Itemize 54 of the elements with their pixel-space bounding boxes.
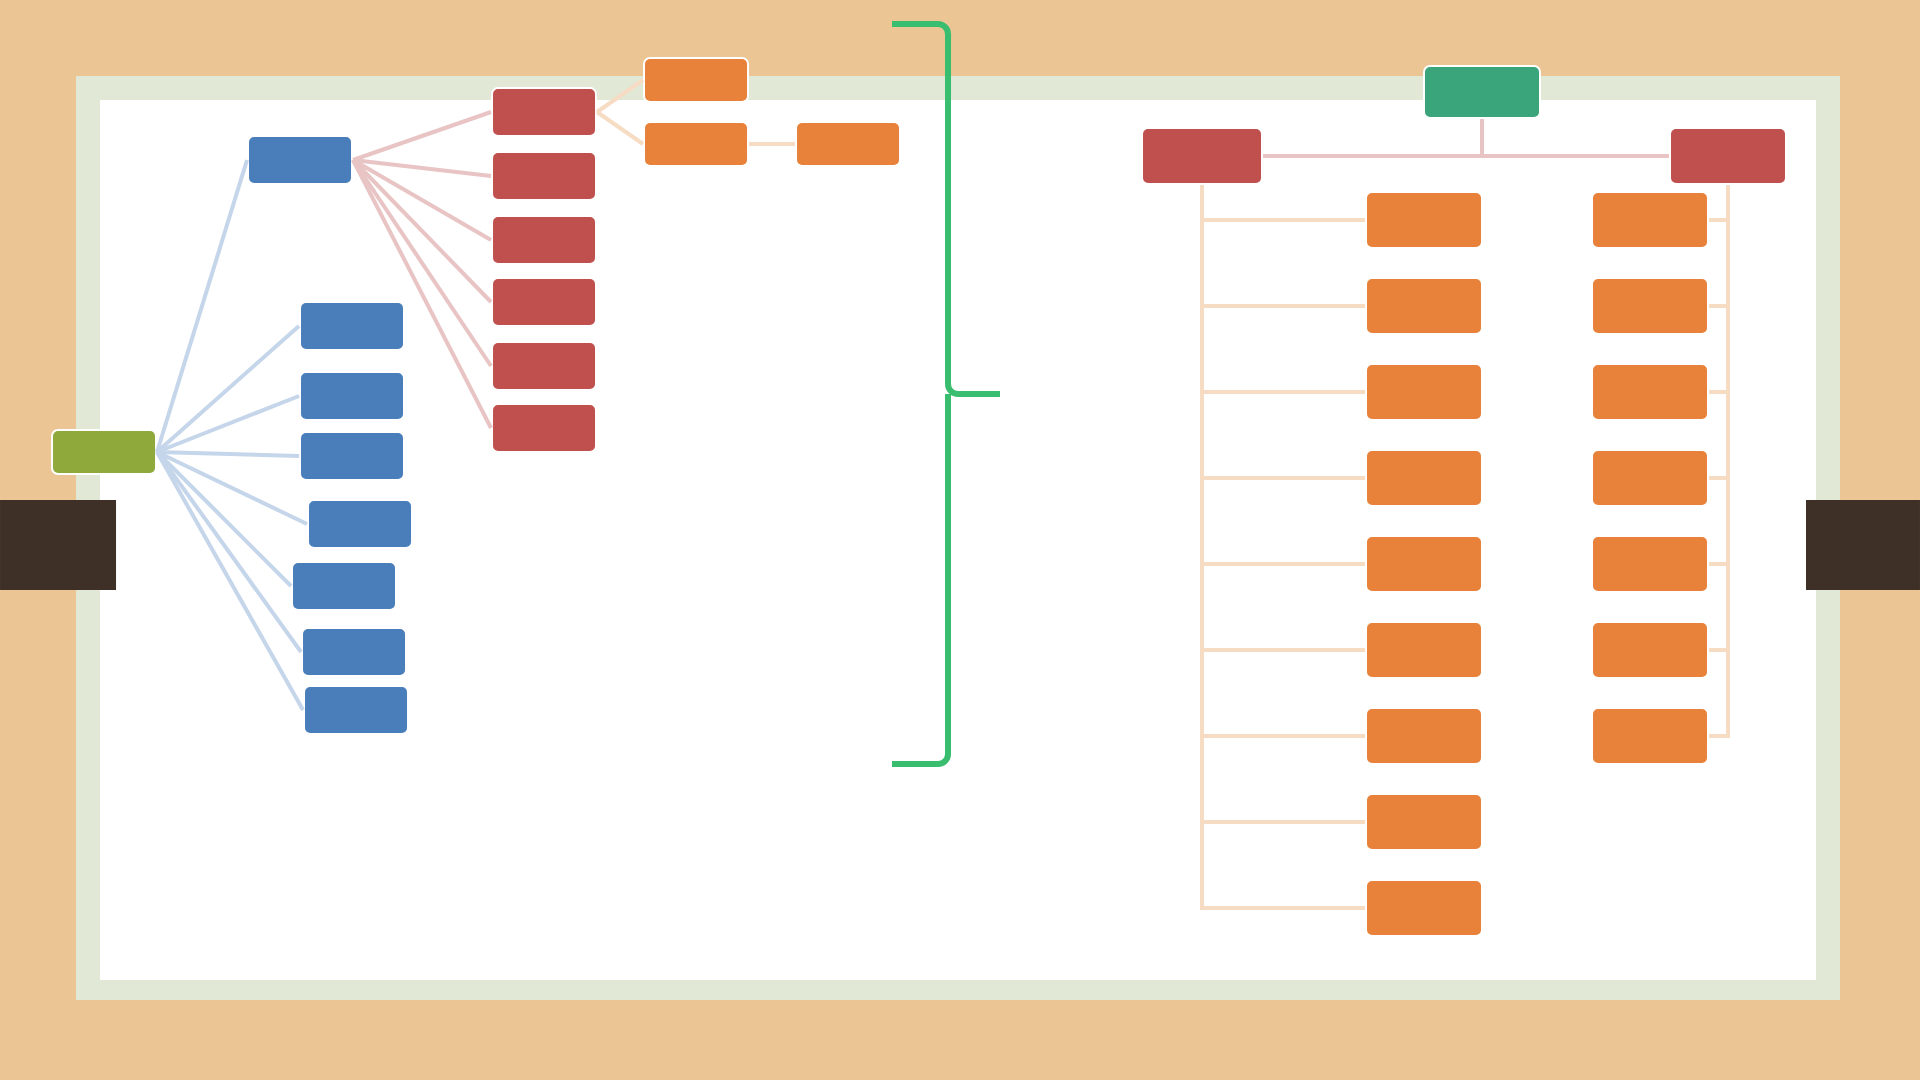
connector-line (352, 158, 493, 242)
process-box (643, 121, 749, 167)
process-box (1591, 191, 1709, 249)
connector-line (595, 78, 645, 114)
process-box (307, 499, 413, 549)
connector-line (351, 158, 493, 368)
process-box (247, 135, 353, 185)
connector-line (352, 158, 492, 178)
process-box (1141, 127, 1263, 185)
connector-line (155, 324, 301, 454)
connector-line (156, 450, 300, 458)
process-box (795, 121, 901, 167)
process-box (1591, 449, 1709, 507)
process-box (1365, 793, 1483, 851)
process-box (299, 371, 405, 421)
process-box (51, 429, 158, 475)
connector-line (1480, 119, 1669, 158)
process-box (1591, 621, 1709, 679)
process-box (1591, 277, 1709, 335)
connector-line (155, 450, 303, 654)
process-box (1365, 621, 1483, 679)
process-box (1365, 277, 1483, 335)
process-box (643, 57, 749, 103)
process-box (303, 685, 410, 735)
process-box (1365, 535, 1483, 593)
process-box (1365, 707, 1483, 765)
process-box (1365, 879, 1483, 937)
connector-line (155, 159, 249, 453)
process-box (1591, 535, 1709, 593)
process-box (301, 627, 408, 677)
connector-line (1709, 185, 1730, 738)
process-box (491, 277, 597, 327)
process-box (1365, 191, 1483, 249)
process-box (1591, 363, 1709, 421)
connector-line (155, 451, 305, 711)
connector-line (156, 394, 300, 454)
process-box (1591, 707, 1709, 765)
connector-line (156, 450, 308, 526)
process-box (1365, 363, 1483, 421)
connector-line (749, 142, 795, 146)
process-box (1365, 449, 1483, 507)
process-box (491, 341, 597, 391)
process-box (491, 215, 597, 265)
process-box (1423, 65, 1541, 119)
process-box (491, 87, 597, 137)
connector-line (595, 110, 645, 146)
connector-line (352, 110, 492, 162)
process-box (299, 301, 405, 351)
process-box (299, 431, 405, 481)
process-box (491, 403, 597, 453)
process-box (491, 151, 597, 201)
connector-line (351, 159, 493, 429)
process-box (1669, 127, 1787, 185)
process-box (291, 561, 397, 611)
